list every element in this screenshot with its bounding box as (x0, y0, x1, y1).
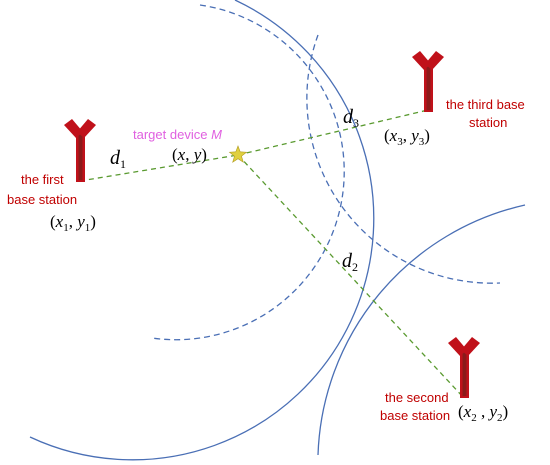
distance-label-d3: d3 (343, 106, 359, 130)
first-station-coord: (x1, y1) (50, 212, 96, 234)
first-station-label-line1: the first (21, 172, 64, 187)
second-station-label-line1: the second (385, 390, 449, 405)
range-circle-third-station (306, 34, 501, 284)
first-station-label-line2: base station (7, 192, 77, 207)
range-circle-first-station-dashed (151, 4, 345, 341)
third-station-label-line1: the third base (446, 97, 525, 112)
second-station-label-line2: base station (380, 408, 450, 423)
antenna-icon (448, 337, 480, 398)
second-station-coord: (x2 , y2) (458, 402, 508, 424)
target-coord: (x, y) (172, 145, 207, 164)
target-device-label: target device M (133, 127, 222, 142)
range-circle-first-station (29, 0, 375, 461)
link-line-d3 (237, 109, 429, 156)
range-circle-second-station (317, 204, 526, 456)
star-icon (228, 145, 248, 163)
distance-label-d2: d2 (342, 250, 358, 274)
link-line-d1 (79, 154, 239, 182)
antenna-icon (64, 119, 96, 182)
antenna-icon (412, 51, 444, 112)
third-station-label-line2: station (469, 115, 507, 130)
link-line-d2 (237, 154, 465, 399)
distance-label-d1: d1 (110, 147, 126, 171)
third-station-coord: (x3, y3) (384, 126, 430, 148)
